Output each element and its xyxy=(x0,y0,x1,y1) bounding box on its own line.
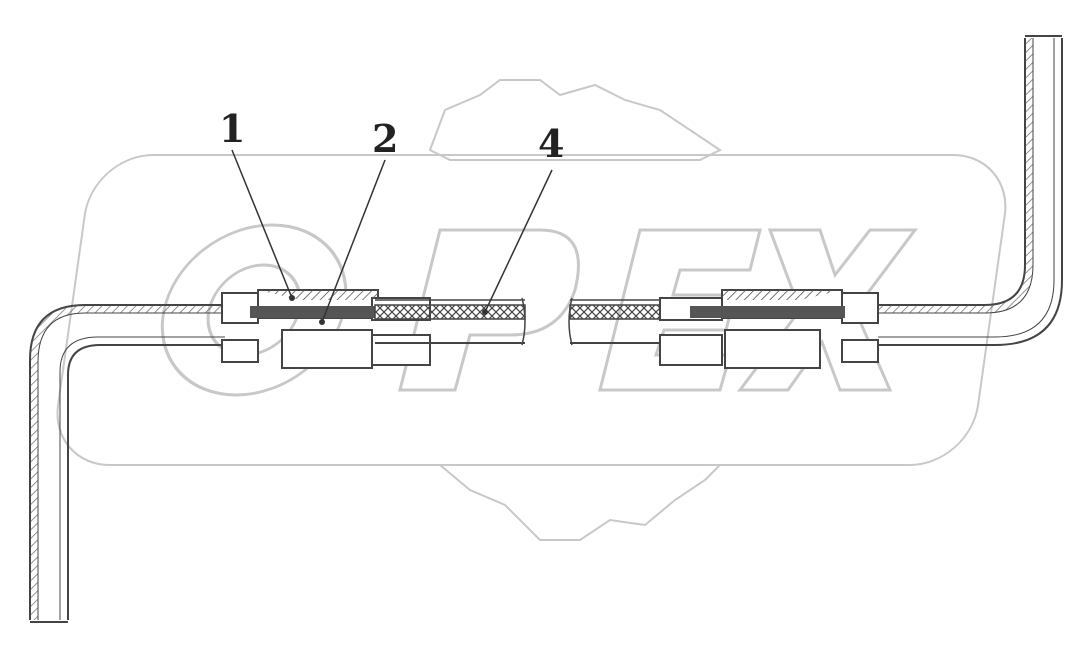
right-pipe xyxy=(878,38,1063,346)
left-fitting xyxy=(221,289,431,369)
leader-4 xyxy=(484,169,553,313)
callout-2: 2 xyxy=(372,116,399,161)
left-fitting-hatch xyxy=(258,290,378,300)
right-pipe-hatch xyxy=(878,38,1033,313)
leader-dot-4 xyxy=(482,309,488,315)
right-fitting-core xyxy=(690,306,845,318)
callout-4: 4 xyxy=(538,121,565,166)
leader-lines xyxy=(231,149,553,323)
leader-dot-2 xyxy=(319,319,325,325)
leader-1 xyxy=(231,149,293,299)
watermark-gear xyxy=(428,79,722,541)
callout-1: 1 xyxy=(219,106,246,151)
left-pipe xyxy=(29,304,225,620)
leader-dot-1 xyxy=(289,295,295,301)
left-fitting-core xyxy=(250,306,375,318)
left-pipe-hatch xyxy=(30,305,225,620)
break-mark-left xyxy=(521,297,526,346)
leader-2 xyxy=(321,159,386,323)
break-mark-right xyxy=(568,297,573,346)
right-fitting-hatch xyxy=(722,290,842,300)
hose-left xyxy=(374,299,526,344)
